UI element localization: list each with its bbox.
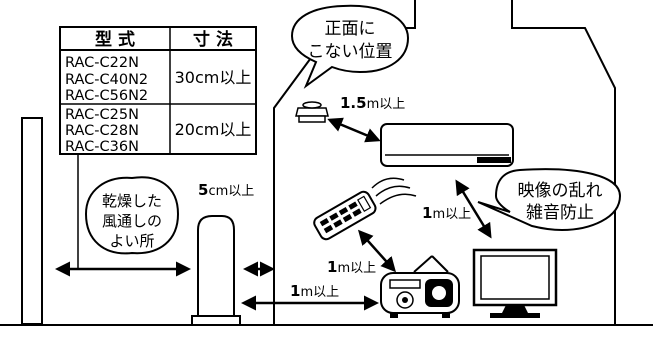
interference-callout: 映像の乱れ 雑音防止 bbox=[477, 168, 622, 232]
signal-waves bbox=[371, 177, 417, 205]
table-row-1-model-1: RAC-C22N bbox=[65, 55, 139, 71]
indoor-unit bbox=[380, 123, 514, 167]
table-row-1-dimension: 30cm以上 bbox=[175, 68, 252, 87]
table-row-2-model-1: RAC-C25N bbox=[65, 107, 139, 123]
outdoor-to-radio-label: 1m以上 bbox=[290, 282, 339, 300]
ventilation-text-3: よい所 bbox=[109, 232, 154, 250]
table-header-model: 型 式 bbox=[95, 29, 135, 50]
side-clearance-label: 5cm以上 bbox=[198, 181, 254, 199]
ventilation-text-2: 風通しの bbox=[102, 212, 162, 230]
television bbox=[472, 248, 558, 318]
remote-to-radio-arrow bbox=[357, 229, 397, 273]
remote-controller bbox=[313, 190, 377, 241]
table-row-2-dimension: 20cm以上 bbox=[175, 120, 252, 139]
not-in-front-text-2: こない位置 bbox=[308, 42, 393, 62]
ventilation-callout: 乾燥した 風通しの よい所 bbox=[84, 176, 180, 255]
interference-text-2: 雑音防止 bbox=[526, 203, 594, 223]
table-row-1-model-2: RAC-C40N2 bbox=[65, 72, 148, 88]
table-row-2-model-3: RAC-C36N bbox=[65, 139, 139, 155]
left-wall bbox=[21, 117, 43, 325]
interference-text-1: 映像の乱れ bbox=[518, 181, 603, 201]
table-row-2-model-2: RAC-C28N bbox=[65, 123, 139, 139]
spec-table: 型 式 寸 法 RAC-C22N RAC-C40N2 RAC-C56N2 30c… bbox=[59, 26, 257, 155]
unit-to-tv-arrow bbox=[455, 179, 492, 239]
radio bbox=[380, 255, 460, 318]
ventilation-text-1: 乾燥した bbox=[102, 192, 162, 210]
detector-to-unit-label: 1.5m以上 bbox=[340, 94, 405, 112]
not-in-front-text-1: 正面に bbox=[325, 19, 376, 39]
table-header-dimension: 寸 法 bbox=[193, 29, 233, 50]
outdoor-unit bbox=[191, 215, 241, 326]
remote-to-radio-label: 1m以上 bbox=[327, 258, 376, 276]
detector-to-unit-arrow bbox=[327, 117, 381, 143]
not-in-front-callout: 正面に こない位置 bbox=[290, 4, 410, 89]
table-row-1-model-3: RAC-C56N2 bbox=[65, 88, 148, 104]
unit-to-tv-label: 1m以上 bbox=[422, 204, 471, 222]
ceiling-detector bbox=[295, 101, 329, 123]
